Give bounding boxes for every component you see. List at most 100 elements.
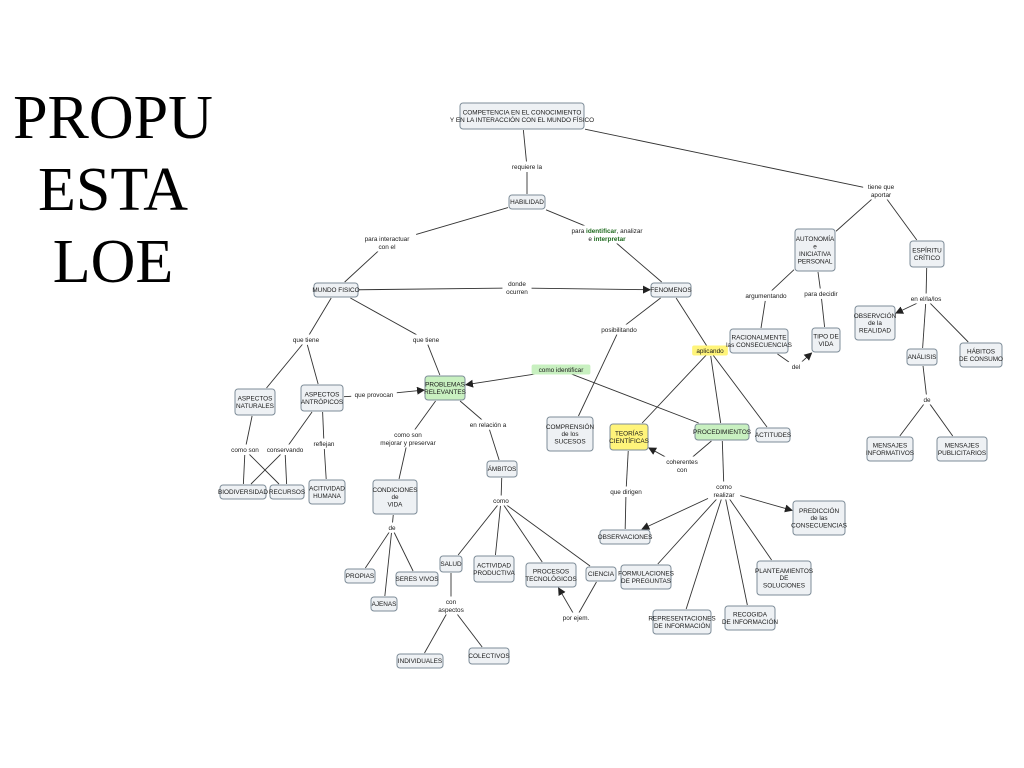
edge-en_el_la_los-to-habitos (929, 302, 969, 343)
concept-node-box (546, 416, 594, 452)
link-label-como_identificar: como identificar (531, 364, 591, 375)
edge-de_condiciones-to-seres_vivos (393, 532, 414, 572)
concept-node-text: INICIATIVA (799, 251, 832, 258)
link-label-background (357, 233, 417, 252)
concept-node-text: de las (810, 515, 827, 522)
concept-node-observaciones: OBSERVACIONES (598, 529, 652, 545)
concept-node-box (936, 436, 988, 462)
link-label-background (707, 481, 741, 500)
concept-node-box (525, 562, 577, 588)
edge-mundo_fisico-to-que_tiene_1 (308, 297, 332, 336)
concept-node-text: MENSAJES (945, 443, 979, 450)
link-label-line: en el/la/los (911, 296, 942, 303)
link-label-background (798, 288, 844, 299)
link-label-para_decidir: para decidir (798, 288, 844, 299)
link-label-line: en relación a (470, 422, 507, 429)
concept-node-box (439, 555, 463, 573)
link-label-background (385, 522, 399, 533)
link-label-background (662, 456, 702, 475)
link-label-background (463, 419, 513, 430)
concept-node-mundo_fisico: MUNDO FISICO (312, 282, 360, 298)
link-label-line: conservando (267, 447, 304, 454)
edge-problemas-to-como_son_mejorar (410, 400, 436, 436)
edge-tiene_aportar-to-espiritu (883, 194, 918, 241)
concept-node-text: FENOMENOS (650, 287, 691, 294)
concept-node-text: FORMULACIONES (618, 571, 674, 578)
link-label-background (561, 225, 653, 244)
concept-node-text: DE INFORMACIÓN (654, 621, 710, 630)
concept-node-box (344, 568, 376, 584)
concept-node-box (269, 484, 305, 500)
concept-node-box (792, 500, 846, 536)
concept-node-box (866, 436, 914, 462)
link-label-line: como (493, 498, 509, 505)
link-label-requiere: requiere la (505, 161, 549, 172)
concept-node-text: PERSONAL (798, 258, 833, 265)
concept-node-box (724, 605, 776, 631)
concept-node-text: PROCEDIMIENTOS (693, 429, 751, 436)
link-label-que_provocan: que provocan (351, 389, 397, 400)
link-label-line: que tiene (293, 337, 320, 344)
concept-node-text: BIODIVERSIDAD (218, 489, 268, 496)
concept-node-box (959, 342, 1003, 368)
concept-node-ajenas: AJENAS (370, 596, 398, 612)
concept-node-text: MUNDO FISICO (312, 287, 359, 294)
concept-node-text: CRÍTICO (914, 253, 940, 262)
concept-node-text: PUBLICITARIOS (938, 450, 986, 457)
link-label-line: con el (378, 244, 395, 251)
emphasized-word: interpretar (594, 236, 626, 243)
edge-con_aspectos-to-colectivos (453, 609, 483, 648)
concept-node-text: MENSAJES (873, 443, 907, 450)
edge-argumentando-to-racionalmente (760, 300, 766, 329)
link-label-line: para interactuar (365, 236, 411, 243)
concept-node-box (486, 460, 518, 478)
edge-ambitos-to-como_ambitos (500, 477, 503, 497)
link-label-background (604, 486, 648, 497)
concept-node-recursos: RECURSOS (269, 484, 305, 500)
concept-node-text: TECNOLÓGICOS (525, 574, 577, 583)
concept-node-box (424, 375, 466, 401)
concept-node-box (459, 102, 585, 130)
concept-node-biodiversidad: BIODIVERSIDAD (218, 484, 268, 500)
link-label-line: por ejem. (563, 615, 590, 622)
link-label-que_tiene_2: que tiene (408, 334, 444, 345)
link-label-background (288, 334, 324, 345)
edge-ciencia-to-por_ejem (578, 581, 597, 614)
edge-aplicando-to-teorias (641, 354, 707, 424)
link-label-line: que tiene (413, 337, 440, 344)
concept-node-salud: SALUD (439, 555, 463, 573)
link-label-background (903, 293, 949, 304)
link-label-background (863, 181, 899, 200)
concept-node-box (756, 560, 812, 596)
edge-de_condiciones-to-propias (364, 531, 390, 569)
link-label-background (491, 495, 511, 506)
edges-layer (242, 128, 969, 654)
link-label-line: e interpretar (588, 236, 626, 243)
edge-aplicando-to-actitudes (712, 354, 768, 428)
concept-node-text: COLECTIVOS (468, 653, 509, 660)
link-label-del: del (788, 361, 804, 372)
link-label-conservando: conservando (263, 444, 307, 455)
link-label-line: de (388, 525, 396, 532)
concept-node-text: PREDICCIÓN (799, 506, 840, 515)
edge-fenomenos-to-posibilitando (622, 297, 661, 328)
edge-que_tiene_1-to-aspectos_antropicos (306, 344, 319, 385)
concept-node-box (811, 327, 841, 353)
link-label-line: tiene que (868, 184, 895, 191)
link-label-background (434, 596, 468, 615)
link-label-de_espiritu: de (920, 394, 934, 405)
concept-node-text: COMPETENCIA EN EL CONOCIMIENTO (463, 110, 582, 117)
concept-node-box (395, 571, 439, 587)
link-label-background (228, 444, 262, 455)
edge-en_relacion-to-ambitos (489, 429, 500, 461)
